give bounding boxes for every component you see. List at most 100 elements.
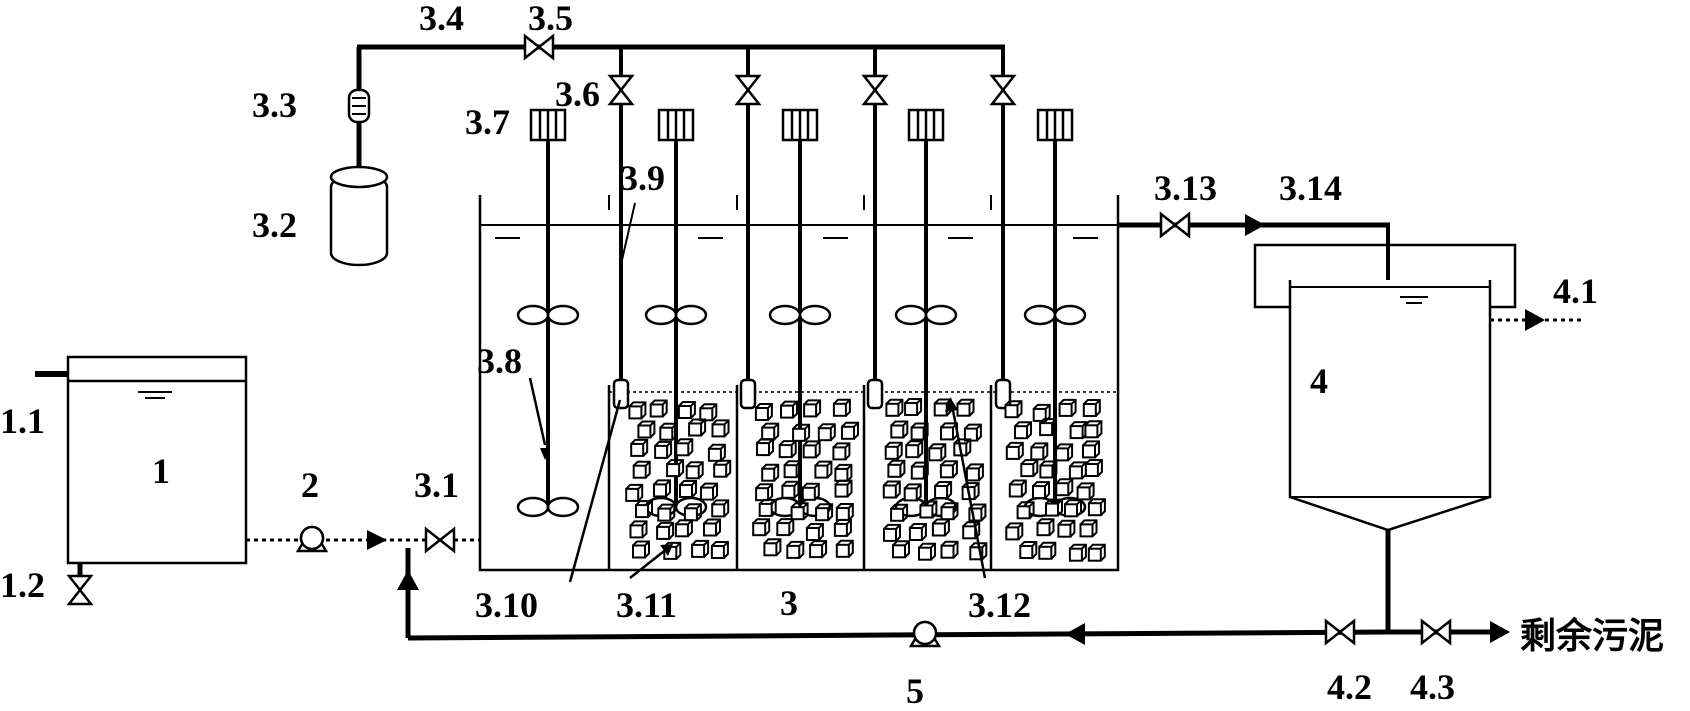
- carrier-cube: [653, 479, 671, 498]
- branch-valve-icon[interactable]: [608, 74, 634, 106]
- carrier-cube: [710, 541, 729, 559]
- label-outlet-pipe: 3.14: [1279, 168, 1342, 208]
- carrier-cube: [940, 422, 958, 441]
- carrier-cube: [832, 442, 851, 461]
- label-air-main: 3.4: [419, 0, 464, 38]
- branch-valve-icon[interactable]: [990, 74, 1016, 106]
- feed-pump-icon[interactable]: [296, 525, 328, 553]
- carrier-cube: [629, 520, 648, 539]
- carrier-cube: [700, 482, 718, 501]
- settler: [1253, 243, 1585, 632]
- carrier-cube: [1076, 482, 1095, 501]
- carrier-cube: [801, 482, 820, 501]
- inlet-valve-icon[interactable]: [424, 527, 456, 553]
- carrier-cube: [835, 503, 854, 521]
- carrier-cube: [834, 463, 853, 482]
- carrier-cube: [802, 440, 821, 459]
- carrier-cube: [928, 443, 947, 462]
- carrier-cube: [630, 438, 649, 457]
- label-tank1: 1: [152, 451, 170, 491]
- carrier-cube: [703, 518, 721, 537]
- carrier-cube: [691, 539, 710, 558]
- carrier-cube: [1084, 420, 1103, 439]
- carrier-cube: [885, 398, 904, 417]
- carrier-cube: [1082, 440, 1100, 459]
- branch-valve-icon[interactable]: [862, 74, 888, 106]
- label-sludge-waste-valve: 4.3: [1410, 667, 1455, 706]
- air-main-valve-icon[interactable]: [523, 34, 555, 60]
- carrier-cube: [931, 518, 950, 537]
- carrier-cube: [677, 401, 696, 419]
- carrier-cube: [835, 539, 854, 558]
- carrier-cube: [1036, 518, 1055, 537]
- carrier-cube: [625, 483, 644, 502]
- carrier-cube: [1005, 522, 1024, 541]
- carrier-cube: [1068, 461, 1087, 480]
- carriers: [625, 398, 1106, 562]
- label-diffuser: 3.10: [475, 585, 538, 625]
- label-excess-sludge: 剩余污泥: [1520, 615, 1664, 657]
- carrier-cube: [628, 401, 647, 420]
- drain-valve-icon[interactable]: [67, 574, 93, 606]
- carrier-cube: [940, 540, 959, 559]
- carrier-cube: [1020, 459, 1039, 478]
- carrier-cube: [632, 460, 651, 479]
- carrier-cube: [679, 480, 697, 498]
- carrier-cube: [674, 519, 693, 538]
- label-settler: 4: [1310, 361, 1328, 401]
- carrier-cube: [685, 461, 704, 480]
- carrier-cube: [754, 403, 773, 421]
- label-pump5: 5: [906, 671, 924, 706]
- carrier-cube: [786, 540, 805, 559]
- carrier-cube: [904, 398, 923, 416]
- carrier-cube: [832, 398, 851, 417]
- carrier-cube: [649, 399, 668, 418]
- label-stirrer: 3.8: [477, 341, 522, 381]
- carrier-cube: [903, 483, 922, 502]
- sludge-return-valve-icon[interactable]: [1324, 619, 1356, 645]
- carrier-cube: [675, 438, 694, 457]
- label-inlet-valve: 3.1: [414, 465, 459, 505]
- carrier-cube: [659, 422, 678, 441]
- label-drain-valve: 1.2: [0, 565, 45, 605]
- label-screen: 3.12: [968, 585, 1031, 625]
- branch-valve-icon[interactable]: [735, 74, 761, 106]
- carrier-cube: [918, 542, 936, 561]
- label-motor: 3.7: [465, 102, 510, 142]
- carrier-cube: [890, 420, 909, 439]
- carrier-cube: [1068, 543, 1087, 562]
- pointers: [528, 202, 987, 583]
- carrier-cube: [761, 422, 780, 441]
- carrier-cube: [699, 403, 718, 422]
- label-air-tube: 3.9: [620, 158, 665, 198]
- carrier-cube: [763, 538, 782, 557]
- carrier-cube: [711, 419, 730, 438]
- label-reactor: 3: [780, 583, 798, 623]
- label-branch-valve: 3.6: [555, 74, 600, 114]
- carrier-cube: [761, 463, 780, 482]
- carrier-cube: [752, 518, 771, 537]
- return-pump-icon[interactable]: [909, 620, 941, 648]
- carrier-cube: [756, 438, 774, 457]
- outlet-valve-icon[interactable]: [1159, 212, 1191, 238]
- carrier-cube: [776, 518, 795, 537]
- carrier-cube: [656, 521, 675, 540]
- carrier-cube: [1008, 479, 1027, 498]
- carrier-cube: [713, 459, 732, 478]
- label-outlet-valve: 3.13: [1154, 168, 1217, 208]
- carrier-cube: [939, 460, 958, 479]
- carrier-cube: [1055, 443, 1074, 462]
- carrier-cube: [711, 499, 730, 518]
- carrier-cube: [1087, 498, 1106, 517]
- carrier-cube: [1058, 398, 1077, 417]
- carrier-cube: [1019, 541, 1038, 559]
- label-carrier: 3.11: [616, 585, 677, 625]
- sludge-waste-valve-icon[interactable]: [1420, 619, 1452, 645]
- carrier-cube: [1069, 421, 1088, 440]
- carrier-cube: [632, 540, 650, 559]
- carrier-cube: [688, 418, 707, 437]
- carrier-cube: [814, 460, 833, 479]
- stirrers: [516, 108, 1087, 518]
- motor-icon: [657, 108, 695, 142]
